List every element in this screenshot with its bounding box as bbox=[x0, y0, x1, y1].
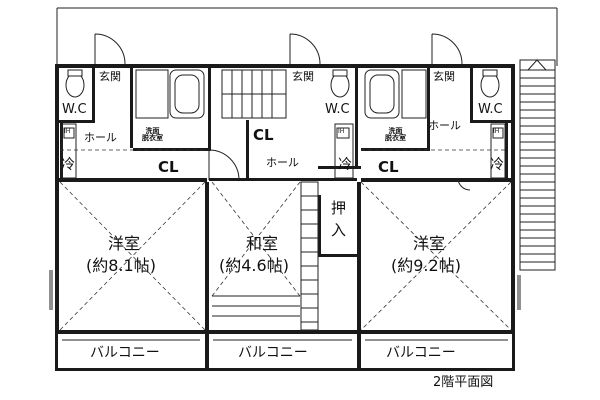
label-hall-right: ホール bbox=[428, 119, 461, 132]
exterior-stair bbox=[519, 59, 556, 271]
label-appliance-right: IH bbox=[493, 128, 500, 135]
label-rei-center: 冷 bbox=[338, 157, 352, 173]
entry-doors bbox=[94, 33, 471, 191]
label-wc-right: W.C bbox=[478, 102, 503, 117]
label-oshiire: 押 入 bbox=[329, 200, 347, 238]
room-diagonals bbox=[59, 149, 512, 331]
kitchen-counters bbox=[61, 123, 506, 179]
label-genkan-center: 玄関 bbox=[292, 70, 314, 83]
label-wc-center: W.C bbox=[325, 102, 350, 117]
label-cl-left: CL bbox=[158, 158, 179, 176]
label-wc-left: W.C bbox=[62, 102, 87, 117]
center-stair bbox=[212, 181, 319, 331]
label-rei-left: 冷 bbox=[61, 157, 75, 173]
room-western-right-name: 洋室 bbox=[413, 234, 446, 253]
interior-walls bbox=[55, 66, 515, 370]
label-senmen-right: 洗面 脱衣室 bbox=[385, 127, 406, 143]
roof-outline bbox=[56, 7, 558, 66]
toilet-fixtures bbox=[65, 69, 500, 98]
room-japanese-name: 和室 bbox=[246, 234, 279, 253]
bathtub-fixtures bbox=[135, 69, 427, 119]
balcony-walls bbox=[62, 334, 508, 371]
label-cl-top: CL bbox=[253, 126, 274, 144]
room-japanese-size: (約4.6帖) bbox=[219, 256, 289, 275]
label-appliance-center: IH bbox=[338, 128, 345, 135]
label-appliance-left: IH bbox=[64, 128, 71, 135]
label-hall-center: ホール bbox=[266, 156, 299, 169]
label-cl-right: CL bbox=[378, 158, 399, 176]
label-senmen-left: 洗面 脱衣室 bbox=[142, 127, 163, 143]
room-western-right-size: (約9.2帖) bbox=[391, 256, 461, 275]
label-genkan-left: 玄関 bbox=[99, 70, 121, 83]
room-western-left-name: 洋室 bbox=[108, 234, 141, 253]
exterior-walls bbox=[55, 64, 515, 371]
interior-stair bbox=[221, 69, 287, 119]
label-rei-right: 冷 bbox=[490, 157, 504, 173]
room-western-left-size: (約8.1帖) bbox=[86, 256, 156, 275]
plan-caption: 2階平面図 bbox=[433, 375, 494, 390]
windows bbox=[49, 270, 521, 310]
label-balcony-left: バルコニー bbox=[90, 345, 160, 361]
label-genkan-right: 玄関 bbox=[433, 70, 455, 83]
label-hall-left: ホール bbox=[84, 131, 117, 144]
label-balcony-center: バルコニー bbox=[238, 345, 308, 361]
label-balcony-right: バルコニー bbox=[386, 345, 456, 361]
